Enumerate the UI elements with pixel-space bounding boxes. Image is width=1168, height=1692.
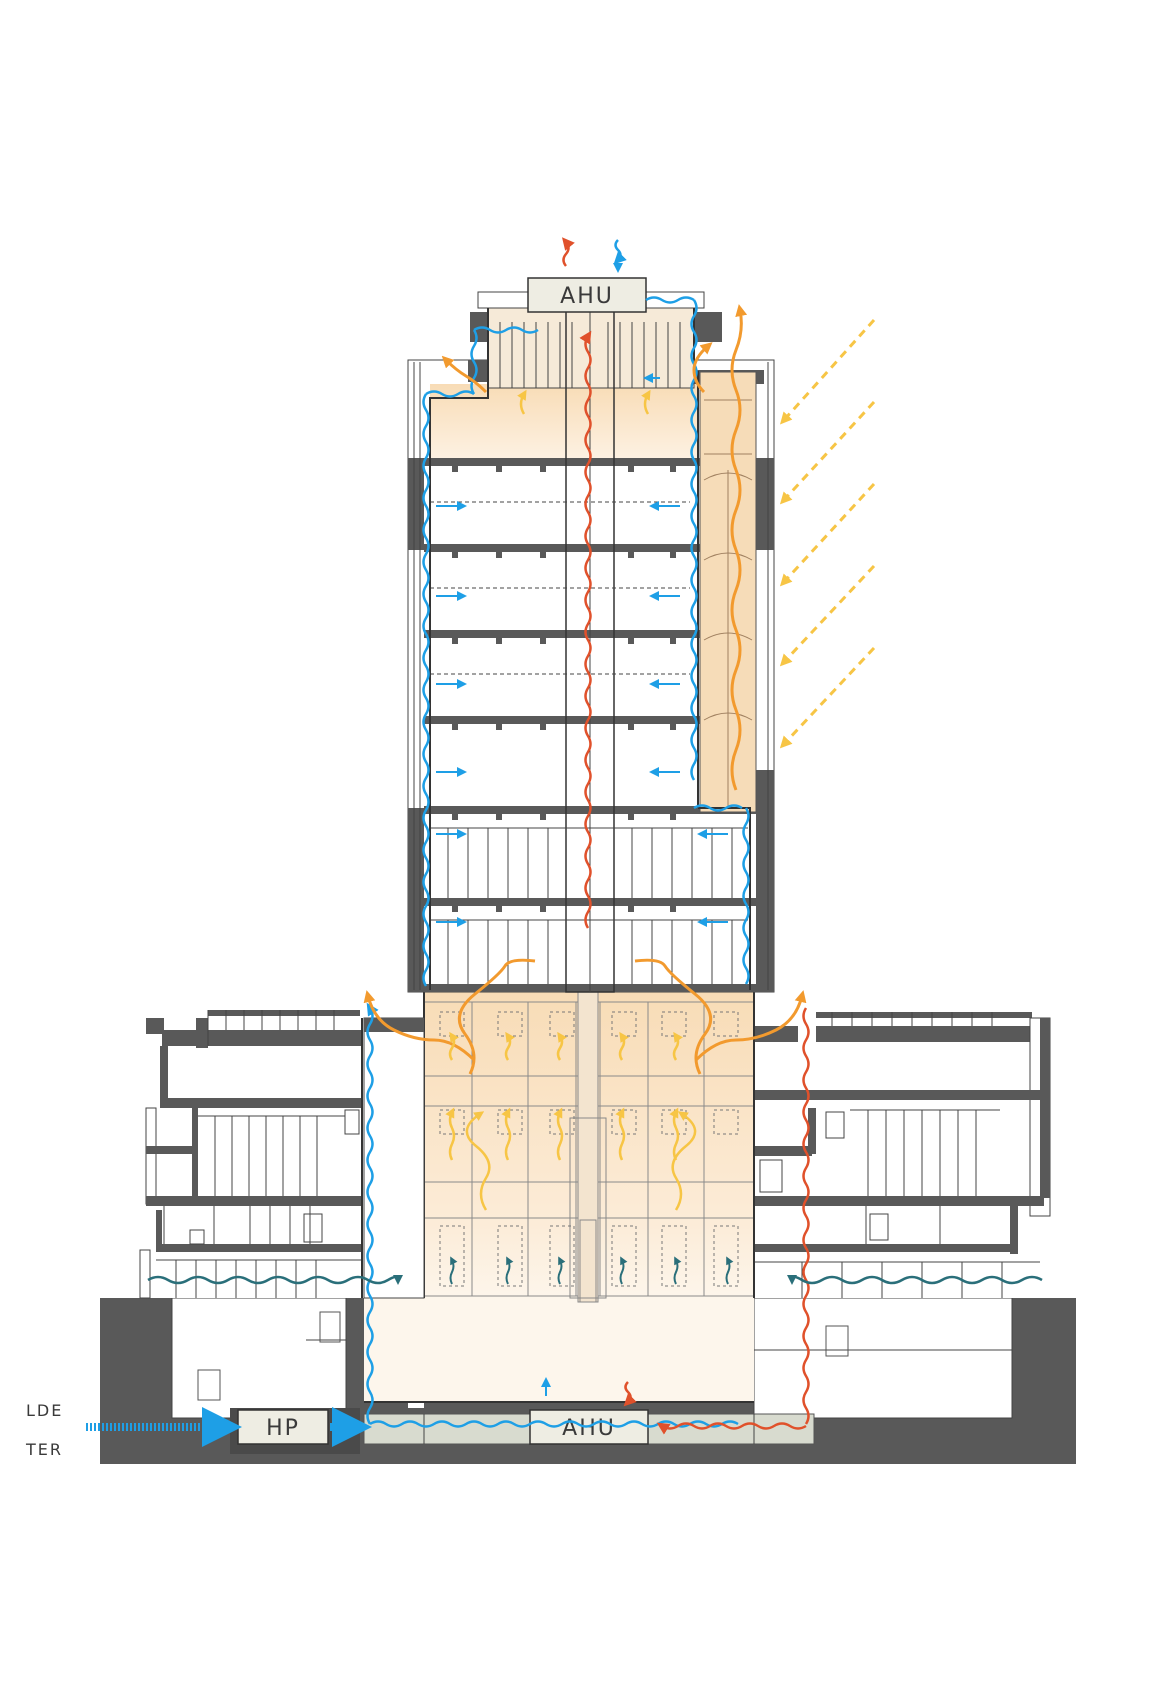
tower-supply-right-low bbox=[693, 804, 750, 985]
cross-ventilation-flow bbox=[147, 1274, 1043, 1285]
solar-gain-arrows bbox=[779, 318, 876, 749]
supply-wave-bottom bbox=[369, 1420, 739, 1428]
heat-pump-label: HP bbox=[266, 1416, 300, 1441]
exhaust-return-bottom bbox=[656, 1422, 807, 1435]
top-fresh-air-icon bbox=[613, 239, 627, 265]
solar-arrow-3 bbox=[779, 482, 876, 587]
floor-supply-arrows bbox=[436, 263, 728, 1396]
exhaust-riser-right bbox=[802, 1007, 810, 1425]
tower-supply-top-right bbox=[645, 296, 698, 781]
heat-pump-unit: HP bbox=[237, 1409, 329, 1445]
solar-arrow-5 bbox=[779, 646, 876, 749]
exhaust-flow bbox=[562, 237, 810, 1435]
top-ahu-unit: AHU bbox=[527, 277, 647, 313]
supply-wave-riser bbox=[366, 1002, 379, 1425]
top-ahu-label: AHU bbox=[560, 284, 614, 309]
top-exhaust-icon bbox=[562, 237, 575, 267]
solar-arrow-1 bbox=[779, 318, 876, 425]
fresh-air-flow bbox=[366, 296, 750, 1428]
right-wing bbox=[753, 1012, 1054, 1298]
basement bbox=[100, 1297, 1076, 1464]
stack-effect-flow bbox=[363, 304, 807, 1075]
bottom-exhaust-icon bbox=[623, 1381, 637, 1407]
solar-arrow-4 bbox=[779, 564, 876, 667]
tower-supply-left bbox=[422, 393, 430, 987]
side-label-bottom: TER bbox=[25, 1440, 63, 1459]
side-label-top: LDE bbox=[26, 1401, 63, 1420]
atrium-teal-arrows bbox=[449, 1256, 734, 1285]
left-wing bbox=[139, 1010, 363, 1299]
atrium-warm-rise bbox=[445, 389, 697, 1211]
tower-supply-top-left bbox=[425, 326, 539, 398]
bottom-ahu-label: AHU bbox=[562, 1416, 616, 1441]
solar-arrow-2 bbox=[779, 400, 876, 505]
exhaust-riser-center bbox=[579, 330, 592, 929]
tower bbox=[407, 291, 775, 993]
